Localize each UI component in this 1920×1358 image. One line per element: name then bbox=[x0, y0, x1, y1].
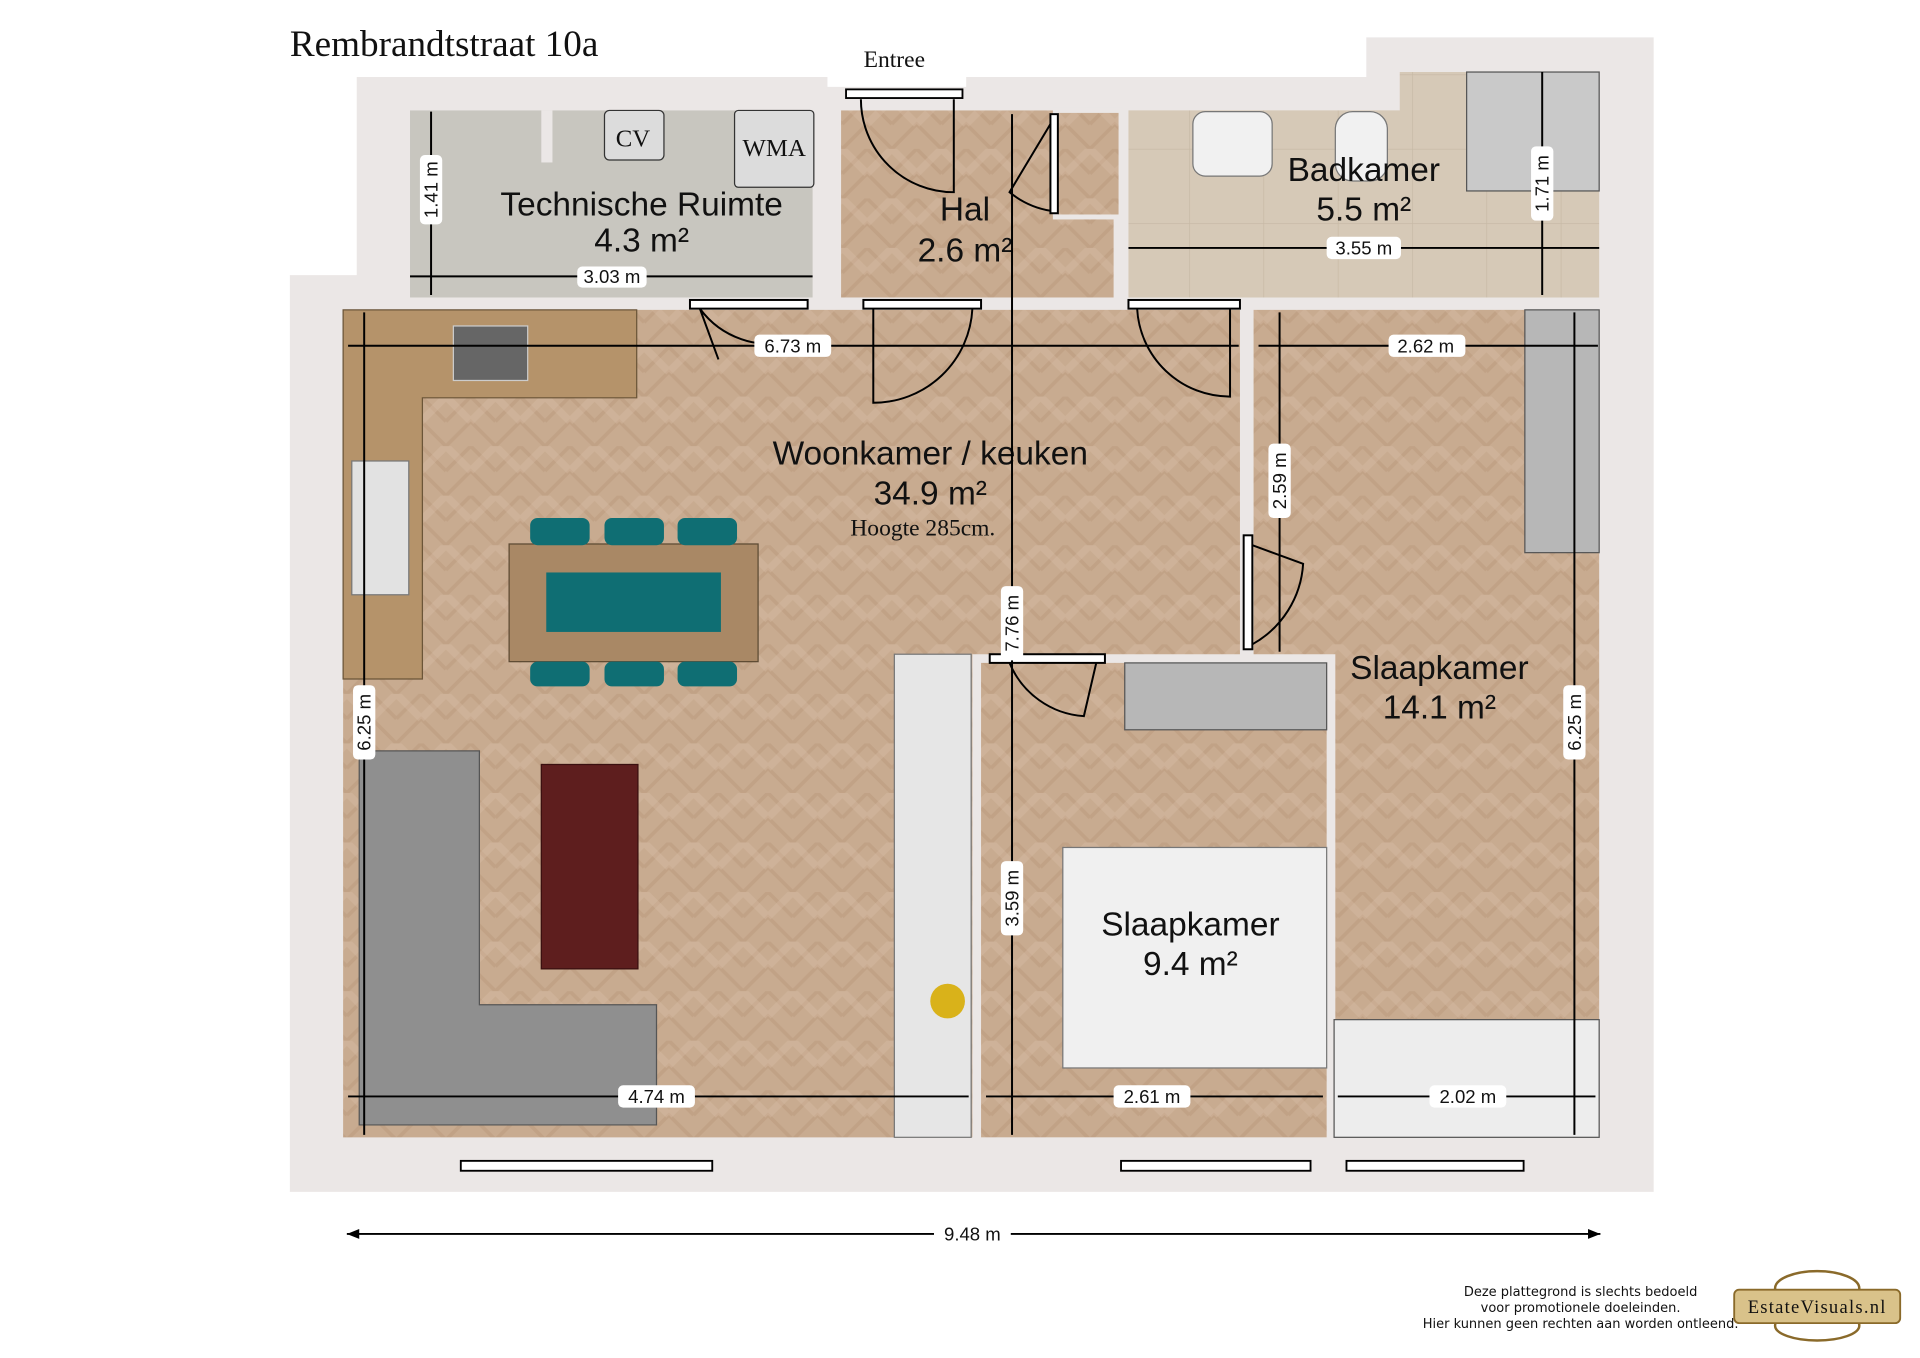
entrance-label: Entree bbox=[864, 47, 925, 73]
dimension-labels: 1.41 m 3.03 m 3.55 m 1.71 m 6.73 m 2.62 … bbox=[353, 146, 1586, 1246]
room-area-badkamer: 5.5 m² bbox=[1316, 192, 1411, 229]
dim-bedroom-large-upper: 2.59 m bbox=[1269, 452, 1290, 509]
kitchen-counter bbox=[342, 309, 638, 680]
toilet bbox=[1334, 111, 1388, 182]
ceiling-height: Hoogte 285cm. bbox=[850, 515, 995, 541]
page-title: Rembrandtstraat 10a bbox=[290, 24, 598, 65]
washing-machine bbox=[733, 109, 815, 188]
windows bbox=[459, 88, 1525, 1172]
room-name-hal: Hal bbox=[940, 192, 990, 229]
dim-tech-width: 3.03 m bbox=[584, 266, 641, 287]
room-area-hal: 2.6 m² bbox=[918, 233, 1013, 270]
disclaimer-line-1: Deze plattegrond is slechts bedoeld bbox=[1464, 1285, 1697, 1300]
sofa bbox=[358, 750, 658, 1126]
table-runner bbox=[546, 572, 721, 632]
stove bbox=[452, 325, 529, 382]
decor-stool bbox=[930, 983, 965, 1019]
dining-chairs bbox=[530, 517, 738, 687]
doors bbox=[688, 99, 1305, 718]
room-slaapkamer-groot bbox=[1253, 309, 1600, 1138]
dim-living-width: 6.73 m bbox=[764, 335, 821, 356]
wma-label: WMA bbox=[743, 135, 806, 162]
dim-living-height: 6.25 m bbox=[354, 694, 375, 751]
double-bed bbox=[1062, 846, 1328, 1069]
wardrobe-large bbox=[1524, 309, 1600, 554]
dim-bedroom-small-height: 3.59 m bbox=[1002, 870, 1023, 927]
cv-boiler bbox=[603, 109, 665, 161]
dim-bath-height: 1.71 m bbox=[1532, 155, 1553, 212]
room-name-technische: Technische Ruimte bbox=[500, 187, 783, 224]
disclaimer-line-2: voor promotionele doeleinden. bbox=[1481, 1301, 1681, 1316]
partition bbox=[541, 110, 553, 163]
room-area-slaapkamer-groot: 14.1 m² bbox=[1383, 690, 1496, 727]
dim-bedroom-large-bottom-width: 2.02 m bbox=[1439, 1086, 1496, 1107]
room-area-slaapkamer-klein: 9.4 m² bbox=[1143, 946, 1238, 983]
cabinet bbox=[893, 653, 972, 1138]
logo-text: EstateVisuals.nl bbox=[1748, 1297, 1887, 1318]
room-area-woonkamer: 34.9 m² bbox=[874, 475, 987, 512]
dim-bedroom-large-height: 6.25 m bbox=[1564, 694, 1585, 751]
disclaimer-line-3: Hier kunnen geen rechten aan worden ontl… bbox=[1423, 1317, 1739, 1332]
sink bbox=[1192, 111, 1273, 177]
dim-total-height: 7.76 m bbox=[1002, 595, 1023, 652]
dim-bedroom-small-width: 2.61 m bbox=[1124, 1086, 1181, 1107]
dim-tech-height: 1.41 m bbox=[421, 161, 442, 218]
kitchen-sink bbox=[351, 460, 410, 596]
dim-living-bottom-width: 4.74 m bbox=[628, 1086, 685, 1107]
estatevisuals-logo: EstateVisuals.nl bbox=[1733, 1269, 1902, 1342]
room-name-slaapkamer-groot: Slaapkamer bbox=[1350, 650, 1528, 687]
room-area-technische: 4.3 m² bbox=[594, 223, 689, 260]
room-name-woonkamer: Woonkamer / keuken bbox=[773, 436, 1088, 473]
rug bbox=[540, 763, 639, 970]
dim-bedroom-large-width: 2.62 m bbox=[1397, 335, 1454, 356]
room-name-badkamer: Badkamer bbox=[1288, 152, 1440, 189]
single-bed bbox=[1333, 1019, 1600, 1138]
cv-label: CV bbox=[616, 125, 651, 152]
room-name-slaapkamer-klein: Slaapkamer bbox=[1101, 906, 1279, 943]
dim-total-width: 9.48 m bbox=[944, 1223, 1001, 1244]
coat-closet bbox=[1052, 107, 1124, 220]
wardrobe-small bbox=[1124, 662, 1328, 731]
dim-bath-width: 3.55 m bbox=[1335, 237, 1392, 258]
